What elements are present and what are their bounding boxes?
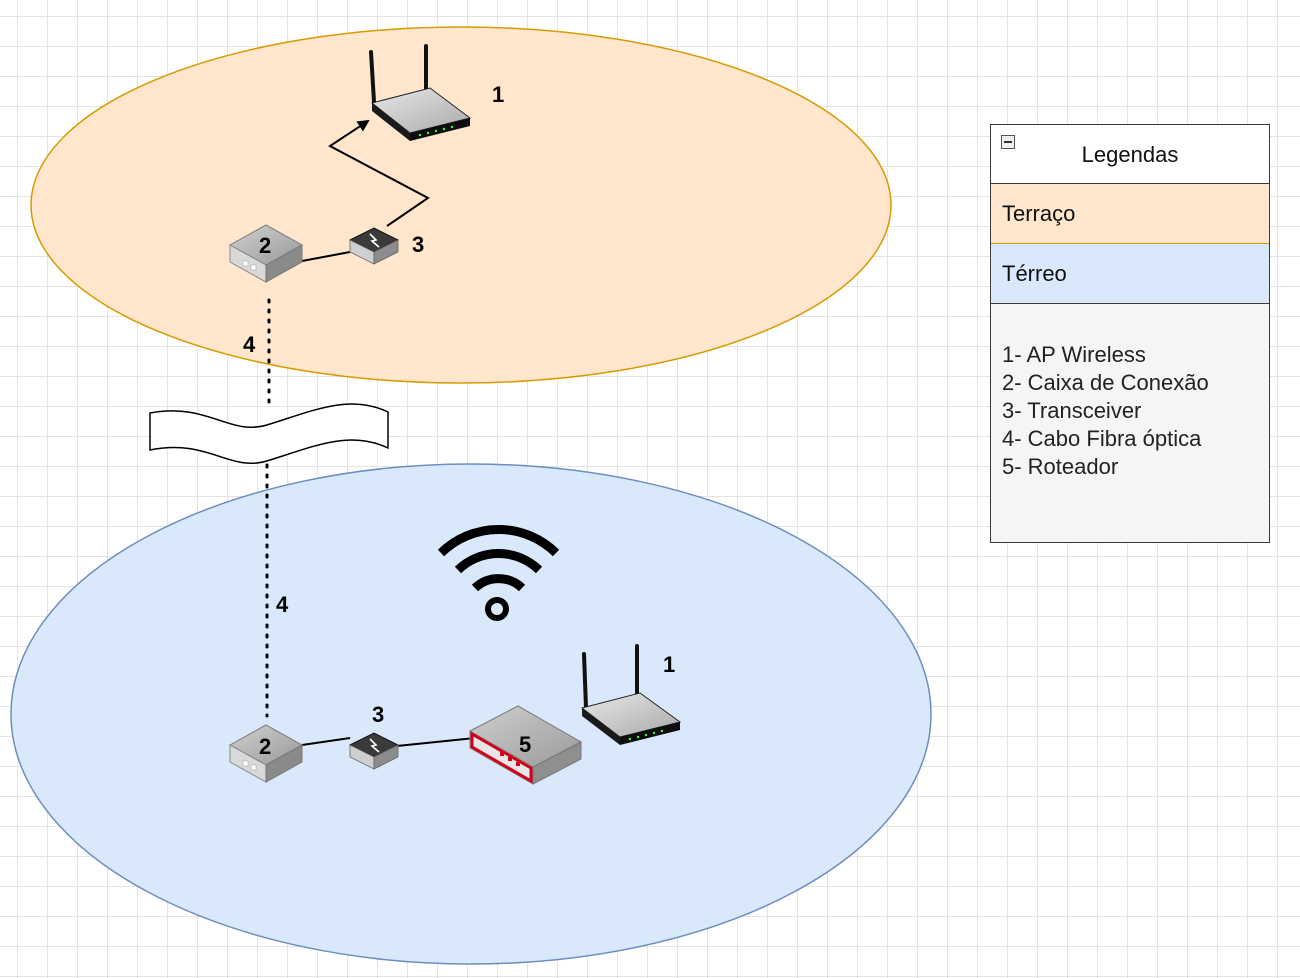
- link-bottom-transceiver-router[interactable]: [396, 737, 476, 747]
- link-top-transceiver-ap[interactable]: [328, 119, 430, 227]
- legend-item: 5- Roteador: [1002, 454, 1119, 479]
- collapse-icon[interactable]: [1001, 135, 1015, 149]
- label-top-transceiver: 3: [412, 232, 424, 257]
- label-top-ap: 1: [492, 82, 504, 107]
- label-top-fiber: 4: [243, 332, 256, 357]
- legend-item: 2- Caixa de Conexão: [1002, 370, 1209, 395]
- legend-item: 3- Transceiver: [1002, 398, 1142, 423]
- label-bottom-box: 2: [259, 734, 271, 759]
- legend-title: Legendas: [1081, 142, 1179, 167]
- label-top-box: 2: [259, 233, 271, 258]
- label-bottom-fiber: 4: [276, 592, 289, 617]
- ap-wireless-top[interactable]: [369, 44, 472, 141]
- zone-terraco[interactable]: [30, 26, 892, 384]
- router-bottom[interactable]: [468, 705, 583, 785]
- legend-items: 1- AP Wireless 2- Caixa de Conexão 3- Tr…: [1002, 341, 1209, 481]
- legend-header: Legendas: [991, 125, 1269, 184]
- legend-item: 4- Cabo Fibra óptica: [1002, 426, 1202, 451]
- legend-row-terreo[interactable]: Térreo: [991, 244, 1269, 304]
- transceiver-bottom[interactable]: [348, 732, 400, 770]
- legend-panel[interactable]: Legendas Terraço Térreo 1- AP Wireless 2…: [990, 124, 1270, 543]
- label-bottom-router: 5: [519, 732, 531, 757]
- link-bottom-box-transceiver[interactable]: [301, 737, 351, 746]
- connection-box-top[interactable]: [228, 224, 304, 283]
- legend-row-terraco[interactable]: Terraço: [991, 184, 1269, 244]
- label-bottom-ap: 1: [663, 652, 675, 677]
- transceiver-top[interactable]: [348, 227, 400, 265]
- zone-terreo[interactable]: [10, 463, 932, 965]
- ap-wireless-bottom[interactable]: [580, 644, 682, 745]
- wifi-icon: [437, 525, 560, 592]
- cable-break-shape[interactable]: [149, 403, 389, 465]
- link-top-box-transceiver[interactable]: [301, 251, 351, 262]
- legend-item: 1- AP Wireless: [1002, 342, 1146, 367]
- label-bottom-transceiver: 3: [372, 702, 384, 727]
- connection-box-bottom[interactable]: [228, 724, 304, 783]
